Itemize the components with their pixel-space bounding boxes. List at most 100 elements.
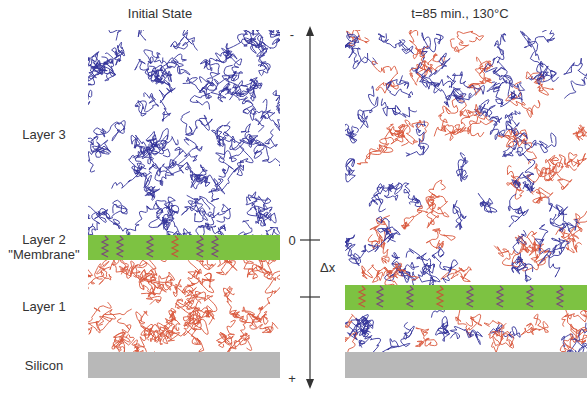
polymer-chain bbox=[426, 229, 455, 250]
polymer-chain bbox=[98, 53, 116, 81]
polymer-chain bbox=[249, 135, 280, 166]
polymer-chain bbox=[377, 227, 400, 243]
polymer-chain bbox=[508, 194, 528, 227]
layer-label: Layer 2 "Membrane" bbox=[4, 232, 84, 262]
coil-group bbox=[88, 260, 280, 352]
membrane-helix bbox=[117, 236, 123, 257]
polymer-chain bbox=[378, 33, 414, 53]
polymer-chain bbox=[135, 50, 163, 70]
depth-axis bbox=[300, 26, 320, 389]
polymer-chain bbox=[453, 200, 466, 230]
polymer-chain bbox=[217, 332, 241, 352]
panel-title: Initial State bbox=[95, 6, 225, 21]
polymer-chain bbox=[211, 125, 226, 146]
polymer-chain bbox=[523, 173, 535, 192]
polymer-chain bbox=[478, 193, 497, 213]
polymer-chain bbox=[248, 290, 272, 322]
polymer-chain bbox=[192, 175, 220, 202]
polymer-chain bbox=[461, 109, 493, 137]
polymer-chain bbox=[531, 188, 553, 204]
polymer-chain bbox=[153, 272, 175, 294]
polymer-chain bbox=[573, 125, 587, 140]
polymer-chain bbox=[273, 88, 280, 114]
polymer-chain bbox=[240, 316, 278, 333]
polymer-chain bbox=[372, 237, 389, 263]
polymer-chain bbox=[530, 51, 551, 84]
polymer-chain bbox=[112, 42, 125, 65]
polymer-chain bbox=[547, 197, 580, 232]
coil-group bbox=[345, 30, 587, 285]
membrane-helix bbox=[377, 286, 383, 307]
polymer-chain bbox=[243, 106, 264, 132]
axis-zero: 0 bbox=[284, 233, 300, 248]
polymer-chain bbox=[409, 30, 429, 61]
polymer-chain bbox=[160, 64, 173, 96]
polymer-chain bbox=[421, 77, 449, 107]
polymer-chain bbox=[502, 251, 550, 271]
layer-label: Layer 1 bbox=[4, 299, 84, 314]
polymer-chain bbox=[173, 229, 193, 235]
polymer-chain bbox=[88, 206, 106, 230]
polymer-chain bbox=[562, 310, 587, 326]
polymer-chain bbox=[243, 260, 263, 279]
polymer-chain bbox=[475, 57, 492, 79]
polymer-chain bbox=[131, 135, 158, 160]
polymer-chain bbox=[155, 160, 183, 186]
polymer-chain bbox=[434, 96, 466, 137]
polymer-chain bbox=[181, 112, 213, 136]
polymer-chain bbox=[432, 247, 458, 283]
polymer-chain bbox=[219, 122, 234, 178]
polymer-chain bbox=[112, 260, 141, 278]
polymer-chain bbox=[362, 265, 383, 282]
polymer-chain bbox=[496, 90, 523, 107]
polymer-chain bbox=[401, 205, 428, 229]
polymer-chain bbox=[132, 340, 161, 352]
polymer-chain bbox=[135, 93, 158, 116]
polymer-chain bbox=[246, 192, 260, 224]
polymer-chain bbox=[223, 286, 239, 318]
polymer-chain bbox=[450, 327, 482, 345]
membrane-helix bbox=[359, 286, 365, 307]
membrane-helix bbox=[197, 236, 203, 257]
polymer-chain bbox=[183, 77, 211, 109]
polymer-chain bbox=[418, 264, 442, 285]
polymer-chain bbox=[112, 332, 125, 352]
polymer-chain bbox=[373, 217, 392, 252]
polymer-chain bbox=[488, 323, 506, 352]
polymer-chain bbox=[137, 319, 179, 352]
coil-group bbox=[88, 30, 280, 235]
polymer-chain bbox=[156, 202, 182, 235]
polymer-chain bbox=[171, 30, 198, 51]
polymer-chain bbox=[521, 314, 549, 335]
polymer-chain bbox=[145, 65, 163, 82]
membrane-helix bbox=[437, 286, 443, 307]
polymer-chain bbox=[427, 180, 449, 217]
polymer-chain bbox=[137, 166, 160, 197]
polymer-chain bbox=[115, 318, 135, 345]
membrane-helix bbox=[527, 286, 533, 307]
membrane-helix bbox=[147, 236, 153, 257]
silicon-substrate bbox=[88, 352, 280, 378]
polymer-chain bbox=[241, 78, 262, 98]
silicon-substrate bbox=[345, 352, 587, 378]
polymer-chain bbox=[548, 238, 569, 258]
polymer-chain bbox=[245, 30, 280, 48]
polymer-chain bbox=[527, 231, 544, 259]
polymer-chain bbox=[512, 152, 535, 189]
polymer-chain bbox=[129, 155, 152, 177]
polymer-chain bbox=[381, 99, 417, 118]
polymer-chain bbox=[345, 43, 376, 69]
polymer-chain bbox=[345, 235, 355, 256]
polymer-chain bbox=[235, 220, 253, 235]
polymer-chain bbox=[165, 308, 180, 330]
polymer-chain bbox=[252, 227, 280, 235]
polymer-chain bbox=[200, 58, 224, 77]
polymer-chain bbox=[520, 30, 554, 52]
membrane-layer bbox=[88, 235, 280, 260]
polymer-chain bbox=[456, 153, 468, 182]
polymer-chain bbox=[199, 77, 216, 99]
polymer-chain bbox=[88, 302, 111, 334]
membrane-helix bbox=[102, 236, 108, 257]
membrane-helix bbox=[407, 286, 413, 307]
